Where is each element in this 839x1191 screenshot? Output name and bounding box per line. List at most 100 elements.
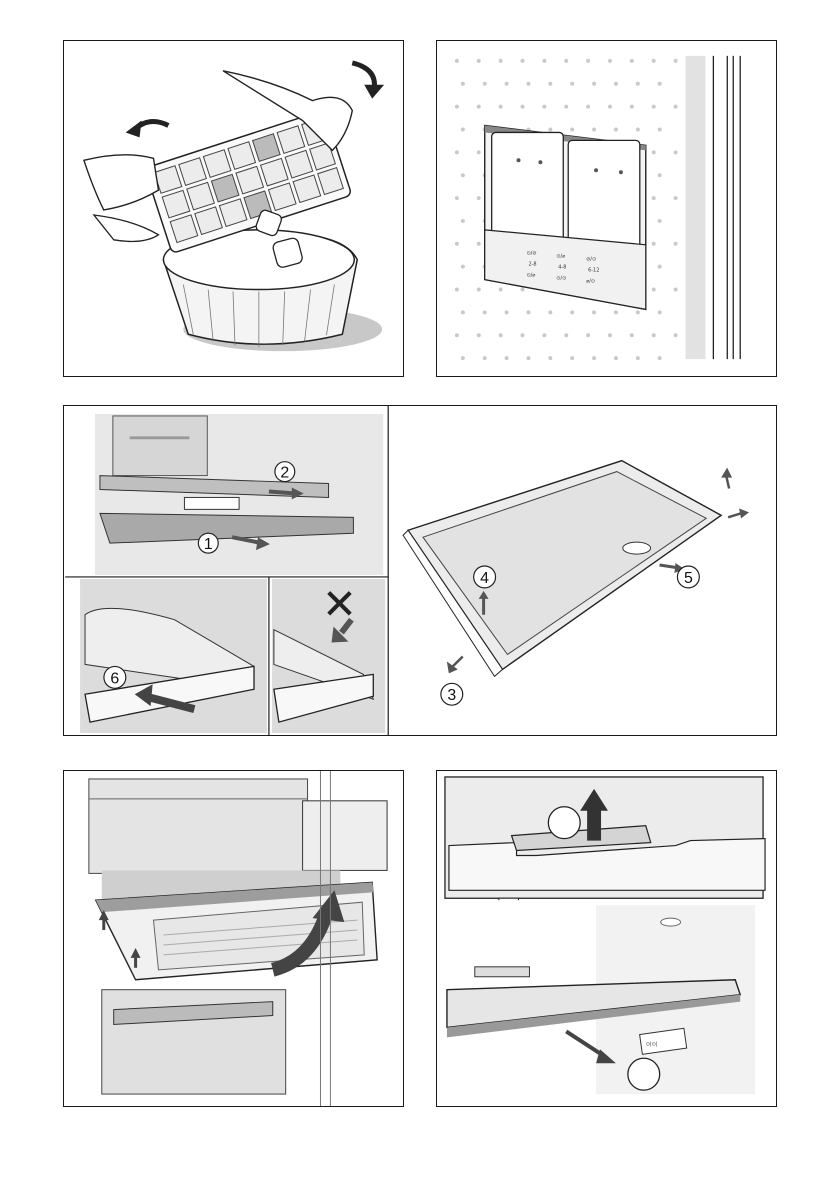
- wall-dot: [614, 310, 618, 314]
- cold-pack-label-r2c1: 2-8: [528, 262, 536, 268]
- callout-5: 5: [684, 570, 693, 587]
- wall-dot: [499, 288, 503, 292]
- wall-dot: [658, 219, 662, 223]
- wall-dot: [652, 150, 656, 154]
- wall-dot: [636, 356, 640, 360]
- wall-dot: [499, 105, 503, 109]
- wall-dot: [586, 333, 590, 337]
- wall-dot: [674, 242, 678, 246]
- cold-pack-label-r1c3: ⊘/⊙: [586, 257, 596, 263]
- wall-dot: [608, 105, 612, 109]
- wall-dot: [592, 127, 596, 131]
- wall-dot: [521, 105, 525, 109]
- cold-pack-label-r2c3: 6-12: [588, 268, 599, 274]
- wall-dot: [652, 59, 656, 63]
- callout-2: 2: [280, 465, 289, 482]
- wall-dot: [674, 105, 678, 109]
- cold-pack-label-r1c1: ⊙/⊘: [526, 251, 536, 257]
- wall-dot: [570, 310, 574, 314]
- clip-tiny-label: ⊙|⊙|: [646, 1041, 658, 1047]
- wall-dot: [477, 105, 481, 109]
- wall-dot: [548, 82, 552, 86]
- wall-dot: [652, 196, 656, 200]
- wall-dot: [499, 59, 503, 63]
- wall-dot: [542, 105, 546, 109]
- cold-pack-label-r3c3: ⌀/⊙: [586, 279, 595, 285]
- wall-dot: [461, 356, 465, 360]
- wall-dot: [505, 356, 509, 360]
- wall-dot: [526, 356, 530, 360]
- wall-dot: [586, 105, 590, 109]
- wall-dot: [526, 310, 530, 314]
- wall-dot: [674, 196, 678, 200]
- wall-dot: [586, 59, 590, 63]
- wall-dot: [526, 82, 530, 86]
- wall-dot: [592, 310, 596, 314]
- wall-dot: [636, 82, 640, 86]
- cold-pack-label-r3c1: ⊙/⌀: [526, 273, 535, 279]
- wall-dot: [477, 242, 481, 246]
- wall-dot: [614, 356, 618, 360]
- wall-dot: [483, 356, 487, 360]
- wall-dot: [630, 59, 634, 63]
- wall-dot: [608, 59, 612, 63]
- ice-tray-drawing: [64, 41, 403, 376]
- callout-3: 3: [447, 687, 456, 704]
- wall-dot: [542, 333, 546, 337]
- wall-dot: [461, 173, 465, 177]
- wall-dot: [592, 82, 596, 86]
- wall-dot: [542, 59, 546, 63]
- wall-dot: [652, 288, 656, 292]
- wall-dot: [564, 333, 568, 337]
- wall-dot: [658, 82, 662, 86]
- wall-dot: [564, 59, 568, 63]
- wall-dot: [548, 310, 552, 314]
- wall-dot: [658, 173, 662, 177]
- wall-dot: [461, 219, 465, 223]
- wall-dot: [636, 310, 640, 314]
- wall-dot: [461, 265, 465, 269]
- wall-dot: [455, 242, 459, 246]
- wall-dot: [564, 105, 568, 109]
- wall-dot: [455, 333, 459, 337]
- ice-tray-illustration: [63, 40, 404, 377]
- callout-6: 6: [110, 670, 119, 687]
- wall-dot: [461, 82, 465, 86]
- callout-4: 4: [480, 570, 489, 587]
- wall-dot: [674, 288, 678, 292]
- wall-dot: [521, 59, 525, 63]
- wall-dot: [455, 105, 459, 109]
- wall-dot: [652, 333, 656, 337]
- wall-dot: [461, 127, 465, 131]
- wall-dot: [658, 127, 662, 131]
- wall-dot: [658, 356, 662, 360]
- wall-dot: [674, 59, 678, 63]
- wall-dot: [592, 356, 596, 360]
- cold-pack-label-r3c2: ⊙/⊙: [556, 276, 566, 282]
- wall-dot: [630, 105, 634, 109]
- wall-dot: [570, 356, 574, 360]
- wall-dot: [477, 288, 481, 292]
- wall-dot: [455, 59, 459, 63]
- wall-dot: [570, 82, 574, 86]
- wall-dot: [608, 333, 612, 337]
- wall-dot: [521, 288, 525, 292]
- shelf-removal-drawing: 2 1 6 ✕ 4 5 3: [64, 406, 776, 735]
- wall-dot: [477, 333, 481, 337]
- wall-dot: [505, 310, 509, 314]
- shelf-removal-illustration: 2 1 6 ✕ 4 5 3: [63, 405, 777, 736]
- wall-dot: [658, 310, 662, 314]
- wall-dot: [505, 82, 509, 86]
- wall-dot: [521, 333, 525, 337]
- wall-dot: [483, 82, 487, 86]
- drawer-removal-drawing: [64, 771, 403, 1106]
- wall-dot: [630, 333, 634, 337]
- wall-dot: [614, 127, 618, 131]
- cold-packs-illustration: ⊙/⊘ ⊙/⌀ ⊘/⊙ 2-8 4-8 6-12 ⊙/⌀ ⊙/⊙ ⌀/⊙: [436, 40, 777, 377]
- wall-dot: [455, 288, 459, 292]
- wall-dot: [548, 356, 552, 360]
- shelf-clip-illustration: ⊙|⊙|: [436, 770, 777, 1107]
- wall-dot: [658, 265, 662, 269]
- drawer-removal-illustration: [63, 770, 404, 1107]
- wall-dot: [548, 127, 552, 131]
